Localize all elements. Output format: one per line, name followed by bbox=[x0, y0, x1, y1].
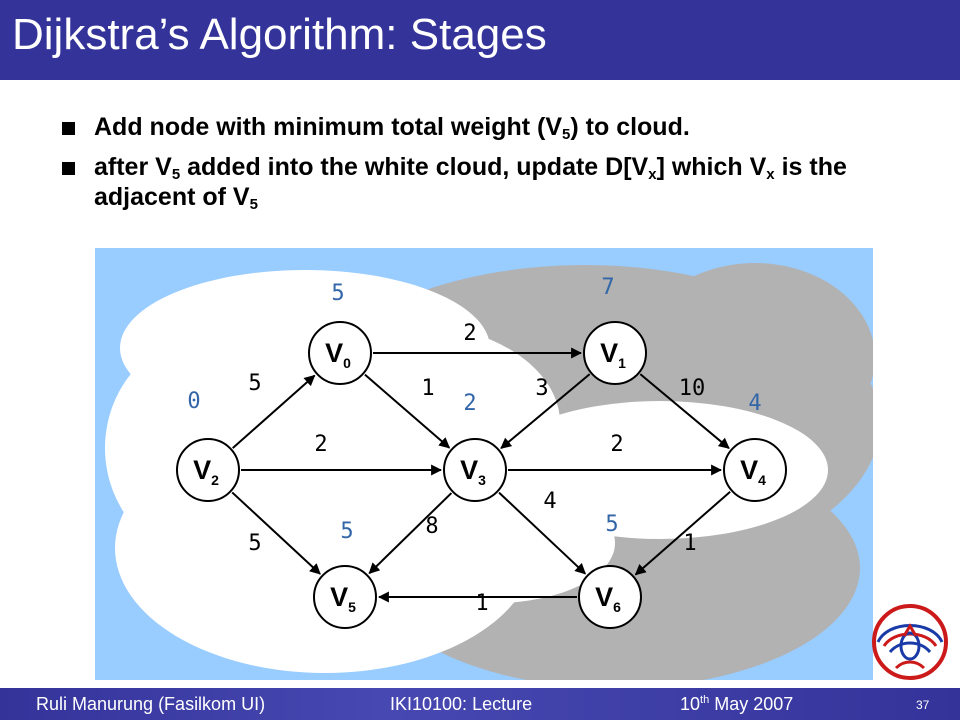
node-label: V0 bbox=[325, 338, 351, 371]
footer-date-suffix: th bbox=[700, 694, 710, 706]
bullet-text: after V5 added into the white cloud, upd… bbox=[94, 153, 847, 213]
distance-label-v5: 5 bbox=[340, 519, 353, 544]
edge-v2-v5 bbox=[231, 491, 321, 575]
node-v5 bbox=[313, 565, 377, 629]
edge-weight-label: 5 bbox=[248, 371, 261, 396]
edge-weight-label: 8 bbox=[425, 514, 438, 539]
edge-weight-label: 1 bbox=[475, 591, 488, 616]
bullet-text-run: Add node with minimum total weight (V bbox=[94, 113, 563, 141]
edge-weight-label: 4 bbox=[543, 489, 556, 514]
node-label: V6 bbox=[595, 582, 621, 615]
bullet-subscript: 5 bbox=[249, 196, 258, 213]
node-v4 bbox=[723, 438, 787, 502]
bullet-subscript: 5 bbox=[562, 126, 571, 143]
bullet-subscript: x bbox=[766, 166, 775, 183]
edge-weight-label: 2 bbox=[463, 321, 476, 346]
bullet-item-2: after V5 added into the white cloud, upd… bbox=[60, 152, 920, 212]
distance-label-v6: 5 bbox=[605, 512, 618, 537]
footer-date-rest: May 2007 bbox=[709, 694, 794, 714]
edge-v3-v6 bbox=[498, 491, 587, 575]
bullet-text-run: is the adjacent of V bbox=[94, 153, 847, 211]
distance-label-v0: 5 bbox=[331, 281, 344, 306]
node-v0 bbox=[308, 321, 372, 385]
page-number: 37 bbox=[916, 698, 930, 712]
node-label: V1 bbox=[600, 338, 626, 371]
bullet-square-icon bbox=[62, 162, 75, 175]
distance-label-v2: 0 bbox=[187, 389, 200, 414]
node-label: V4 bbox=[740, 455, 766, 488]
bullet-subscript: 5 bbox=[171, 166, 181, 183]
node-v3 bbox=[443, 438, 507, 502]
edge-weight-label: 1 bbox=[683, 531, 696, 556]
edge-weight-label: 10 bbox=[679, 376, 706, 401]
distance-label-v1: 7 bbox=[601, 275, 614, 300]
distance-label-v3: 2 bbox=[463, 391, 476, 416]
bullet-text-run: ] which V bbox=[656, 153, 767, 181]
node-v2 bbox=[176, 438, 240, 502]
bullet-subscript: x bbox=[648, 166, 657, 183]
slide-title: Dijkstra’s Algorithm: Stages bbox=[12, 10, 547, 59]
bullet-text-run: added into the white cloud, update D[V bbox=[180, 153, 649, 181]
footer-date-day: 10 bbox=[680, 694, 701, 714]
node-v1 bbox=[583, 321, 647, 385]
edge-weight-label: 3 bbox=[535, 376, 548, 401]
bullet-text-run: ) to cloud. bbox=[570, 113, 690, 141]
footer-course: IKI10100: Lecture bbox=[390, 694, 533, 714]
edge-weight-label: 2 bbox=[610, 432, 623, 457]
node-label: V2 bbox=[193, 455, 219, 488]
edge-v1-v3 bbox=[500, 373, 591, 449]
bullet-text: Add node with minimum total weight (V5) … bbox=[94, 113, 690, 143]
bullet-text-run: after V bbox=[94, 153, 172, 181]
node-label: V5 bbox=[330, 582, 356, 615]
edge-v2-v0 bbox=[232, 374, 316, 449]
edge-weight-label: 2 bbox=[314, 432, 327, 457]
edge-v3-v5 bbox=[368, 492, 453, 575]
footer-author: Ruli Manurung (Fasilkom UI) bbox=[36, 694, 266, 714]
bullet-item-1: Add node with minimum total weight (V5) … bbox=[60, 112, 920, 142]
university-logo bbox=[872, 604, 948, 680]
edge-v1-v4 bbox=[639, 373, 730, 449]
edge-weight-label: 5 bbox=[248, 531, 261, 556]
edge-weight-label: 1 bbox=[421, 376, 434, 401]
title-bar: Dijkstra’s Algorithm: Stages bbox=[0, 0, 960, 80]
node-v6 bbox=[578, 565, 642, 629]
bullet-list: Add node with minimum total weight (V5) … bbox=[60, 112, 920, 222]
footer-bar: Ruli Manurung (Fasilkom UI) IKI10100: Le… bbox=[0, 688, 960, 720]
edge-v0-v3 bbox=[364, 373, 451, 449]
node-label: V3 bbox=[460, 455, 486, 488]
bullet-square-icon bbox=[62, 122, 75, 135]
edge-v4-v6 bbox=[634, 490, 731, 576]
distance-label-v4: 4 bbox=[748, 391, 761, 416]
footer-date: 10th May 2007 bbox=[680, 694, 793, 715]
